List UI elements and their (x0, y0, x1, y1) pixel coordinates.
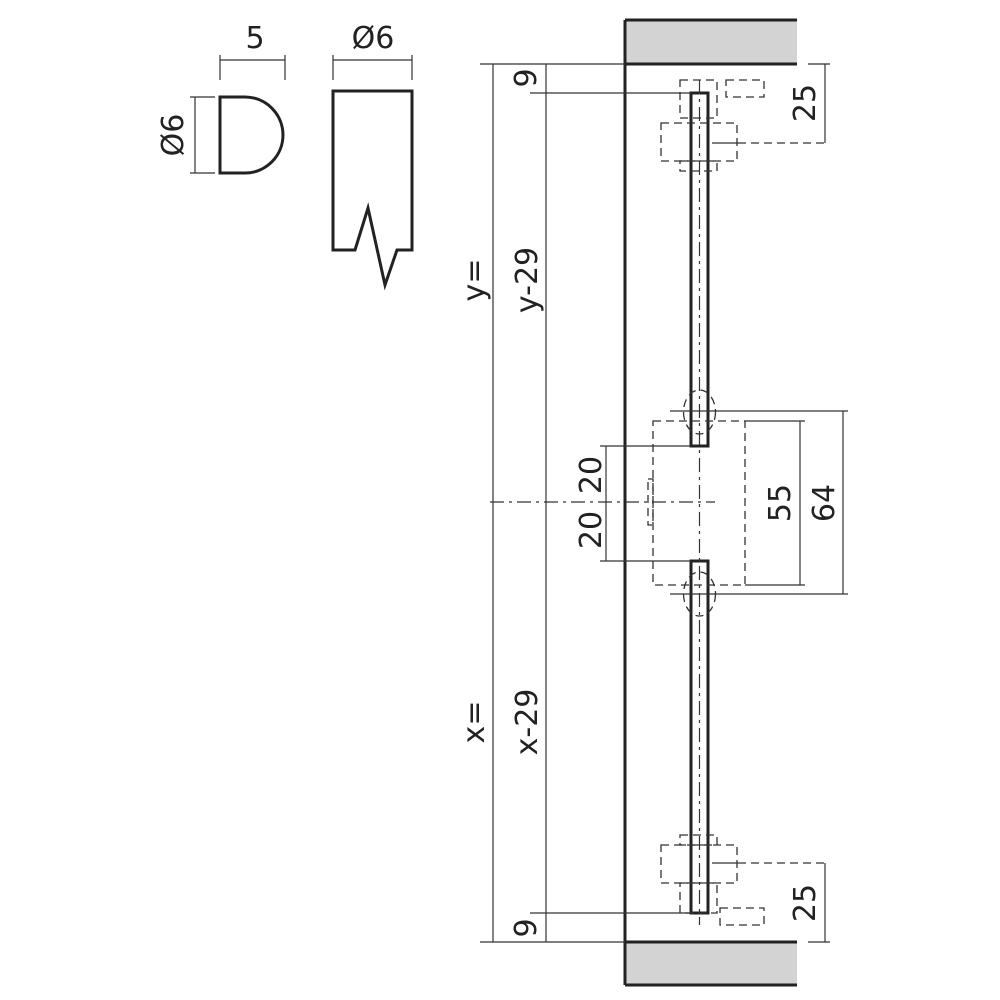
center-lower-label: 20 (574, 511, 609, 549)
center-dimensions (600, 410, 848, 595)
end-dimensions (808, 63, 830, 943)
profile-diameter-label: Ø6 (156, 114, 191, 157)
overall-dimensions (480, 63, 691, 943)
center-upper-label: 20 (574, 456, 609, 494)
y-label: y= (457, 259, 492, 302)
bottom-end-label: 25 (788, 884, 823, 922)
hidden-hardware (490, 79, 825, 926)
y-minus-label: y-29 (510, 247, 545, 313)
x-label: x= (457, 701, 492, 744)
offset-bottom-label: 9 (509, 918, 544, 937)
x-minus-label: x-29 (510, 689, 545, 756)
inner-width-label: 55 (763, 484, 798, 522)
door-frame (623, 18, 797, 987)
profile-width-label: 5 (245, 21, 264, 56)
d-profile-section (190, 55, 286, 175)
top-end-label: 25 (788, 84, 823, 122)
outer-width-label: 64 (807, 484, 842, 522)
rod-diameter-label: Ø6 (352, 21, 395, 56)
offset-top-label: 9 (509, 68, 544, 87)
rod-side-view (331, 55, 414, 291)
